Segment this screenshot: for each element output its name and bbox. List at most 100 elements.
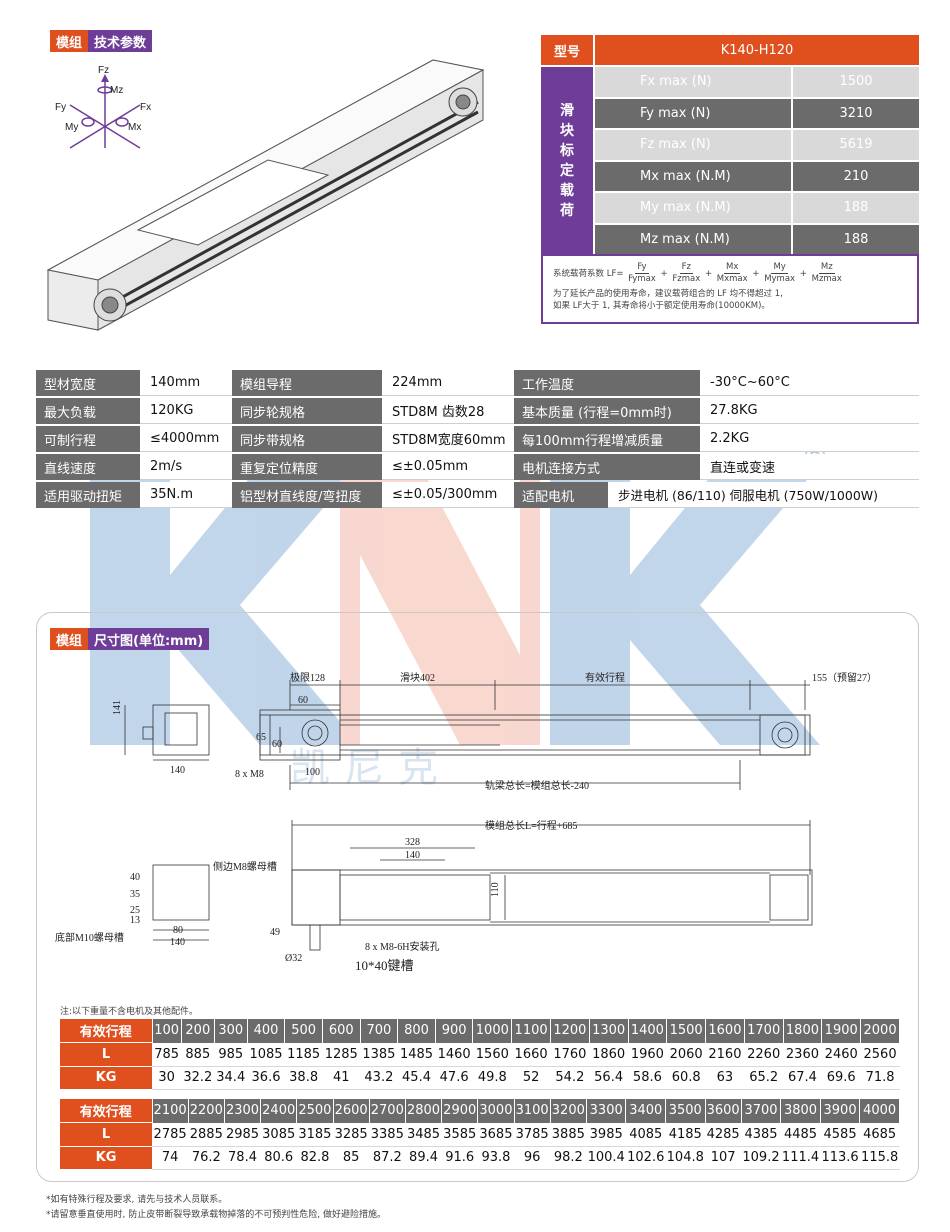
table-cell: 1560 bbox=[472, 1042, 512, 1067]
table-cell: 4185 bbox=[665, 1122, 706, 1147]
formula-note-1: 为了延长产品的使用寿命，建议载荷组合的 LF 均不得超过 1, bbox=[553, 289, 783, 299]
table-cell: 1485 bbox=[397, 1042, 436, 1067]
table-cell: 82.8 bbox=[296, 1146, 334, 1170]
table-cell: 104.8 bbox=[665, 1146, 706, 1170]
model-header: 型号 bbox=[541, 35, 593, 65]
dim-35: 35 bbox=[130, 889, 140, 900]
table-cell: 100.4 bbox=[586, 1146, 626, 1170]
table-cell: 43.2 bbox=[360, 1066, 398, 1090]
dim-keyway: 10*40键槽 bbox=[355, 958, 414, 973]
table-cell: 3000 bbox=[477, 1099, 515, 1123]
axis-fy-label: Fy bbox=[55, 102, 66, 113]
table-cell: 2300 bbox=[224, 1099, 262, 1123]
table-cell: 2000 bbox=[860, 1019, 900, 1043]
table-cell: 400 bbox=[247, 1019, 286, 1043]
dim-13: 13 bbox=[130, 915, 140, 926]
dim-155: 155（预留27） bbox=[812, 671, 877, 684]
table-cell: 4285 bbox=[705, 1122, 742, 1147]
table-cell: 115.8 bbox=[859, 1146, 900, 1170]
table-cell: 1200 bbox=[550, 1019, 590, 1043]
table-cell: 2060 bbox=[666, 1042, 706, 1067]
dim-328: 328 bbox=[405, 837, 420, 848]
dim-140c: 140 bbox=[170, 937, 185, 948]
dim-jixian: 极限128 bbox=[290, 671, 325, 684]
table-cell: 1385 bbox=[360, 1042, 398, 1067]
axis-fz-label: Fz bbox=[98, 65, 109, 76]
table-cell: 98.2 bbox=[550, 1146, 587, 1170]
table-cell: 2900 bbox=[441, 1099, 479, 1123]
table-cell: 2160 bbox=[705, 1042, 745, 1067]
table-cell: 65.2 bbox=[744, 1066, 784, 1090]
table-cell: 2700 bbox=[369, 1099, 406, 1123]
dim-m8h: 8 x M8-6H安装孔 bbox=[365, 940, 439, 953]
table-cell: 500 bbox=[284, 1019, 323, 1043]
table-cell: 700 bbox=[360, 1019, 399, 1043]
table-cell: 985 bbox=[214, 1042, 248, 1067]
dim-side-nut: 侧边M8螺母槽 bbox=[213, 860, 277, 873]
table-cell: 3100 bbox=[514, 1099, 551, 1123]
module-3d-drawing bbox=[46, 59, 485, 331]
table-cell: 1860 bbox=[589, 1042, 629, 1067]
table-cell: 34.4 bbox=[214, 1066, 248, 1090]
dim-60: 60 bbox=[298, 695, 308, 706]
table-cell: 3785 bbox=[514, 1122, 551, 1147]
table-cell: 1600 bbox=[705, 1019, 745, 1043]
table-cell: 3685 bbox=[477, 1122, 515, 1147]
table-cell: 1300 bbox=[589, 1019, 629, 1043]
table-cell: 3600 bbox=[705, 1099, 742, 1123]
dim-60v: 60 bbox=[272, 739, 282, 750]
table-cell: 111.4 bbox=[780, 1146, 821, 1170]
tag-module-label: 模组 bbox=[50, 30, 89, 52]
table-cell: 4485 bbox=[780, 1122, 821, 1147]
table-cell: 900 bbox=[435, 1019, 474, 1043]
table-cell: 885 bbox=[181, 1042, 215, 1067]
dim-mozu: 模组总长L=行程+685 bbox=[485, 819, 577, 832]
table-cell: 4385 bbox=[741, 1122, 781, 1147]
table-cell: 600 bbox=[322, 1019, 361, 1043]
dim-guidao: 轨梁总长=模组总长-240 bbox=[485, 779, 589, 792]
table-cell: 67.4 bbox=[783, 1066, 822, 1090]
table-cell: 300 bbox=[214, 1019, 248, 1043]
table-cell: 2360 bbox=[783, 1042, 822, 1067]
table-cell: 45.4 bbox=[397, 1066, 436, 1090]
tag-tech-label: 技术参数 bbox=[88, 30, 153, 52]
table-cell: 49.8 bbox=[472, 1066, 512, 1090]
table-cell: 80.6 bbox=[260, 1146, 297, 1170]
table-cell: 52 bbox=[511, 1066, 551, 1090]
model-value: K140-H120 bbox=[595, 35, 919, 65]
dim-80: 80 bbox=[173, 925, 183, 936]
table-cell: 3485 bbox=[405, 1122, 442, 1147]
dim-140a: 140 bbox=[170, 765, 185, 776]
table-cell: 3500 bbox=[665, 1099, 706, 1123]
table-cell: 2885 bbox=[188, 1122, 225, 1147]
table-cell: 3885 bbox=[550, 1122, 587, 1147]
axis-fx-label: Fx bbox=[140, 102, 151, 113]
table-cell: 2800 bbox=[405, 1099, 443, 1123]
table-note: 注:以下重量不含电机及其他配件。 bbox=[60, 1007, 199, 1017]
table-cell: 2400 bbox=[260, 1099, 298, 1123]
table-cell: 109.2 bbox=[741, 1146, 781, 1170]
table-cell: 3900 bbox=[820, 1099, 861, 1123]
load-row-fx: Fx max (N)1500 bbox=[595, 67, 919, 97]
table-cell: 58.6 bbox=[628, 1066, 667, 1090]
table-cell: 1460 bbox=[435, 1042, 473, 1067]
table-cell: 113.6 bbox=[820, 1146, 860, 1170]
footnote-2: *请留意垂直使用时, 防止皮带断裂导致承载物掉落的不可预判性危险, 做好避险措施… bbox=[46, 1210, 386, 1220]
table-cell: 1960 bbox=[628, 1042, 667, 1067]
dim-phi32: Ø32 bbox=[285, 953, 302, 964]
dim-bottom-nut: 底部M10螺母槽 bbox=[55, 931, 124, 944]
dim-110: 110 bbox=[490, 882, 501, 897]
table-cell: 3285 bbox=[333, 1122, 370, 1147]
table-cell: 1660 bbox=[511, 1042, 551, 1067]
force-axis-diagram: Fz Mz Fy Fx My Mx bbox=[55, 65, 151, 149]
table-cell: 3800 bbox=[780, 1099, 821, 1123]
table-cell: 36.6 bbox=[247, 1066, 285, 1090]
footnote-1: *如有特殊行程及要求, 请先与技术人员联系。 bbox=[46, 1195, 228, 1205]
table-cell: 2100 bbox=[152, 1099, 189, 1123]
